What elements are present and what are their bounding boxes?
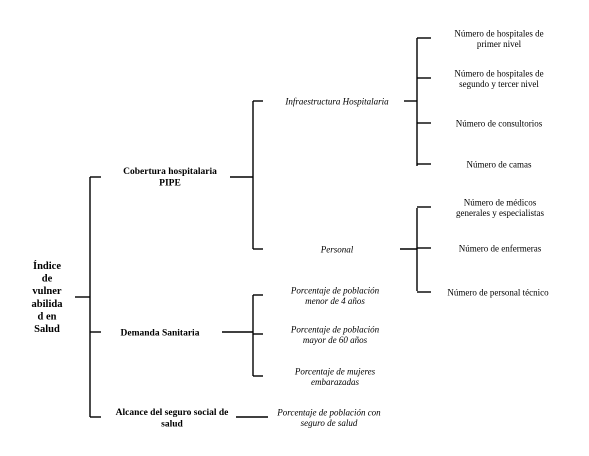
level3-label-1-2: Número de personal técnico: [447, 288, 549, 298]
level2-label-0-0: Infraestructura Hospitalaria: [284, 97, 389, 107]
level3-label-0-3: Número de camas: [467, 160, 532, 170]
level3-label-1-1: Número de enfermeras: [459, 244, 542, 254]
connector-lines: [75, 37, 431, 418]
level3-label-0-2: Número de consultorios: [456, 119, 543, 129]
level1-label-1: Demanda Sanitaria: [121, 329, 200, 339]
level2-label-0-1: Personal: [320, 245, 354, 255]
